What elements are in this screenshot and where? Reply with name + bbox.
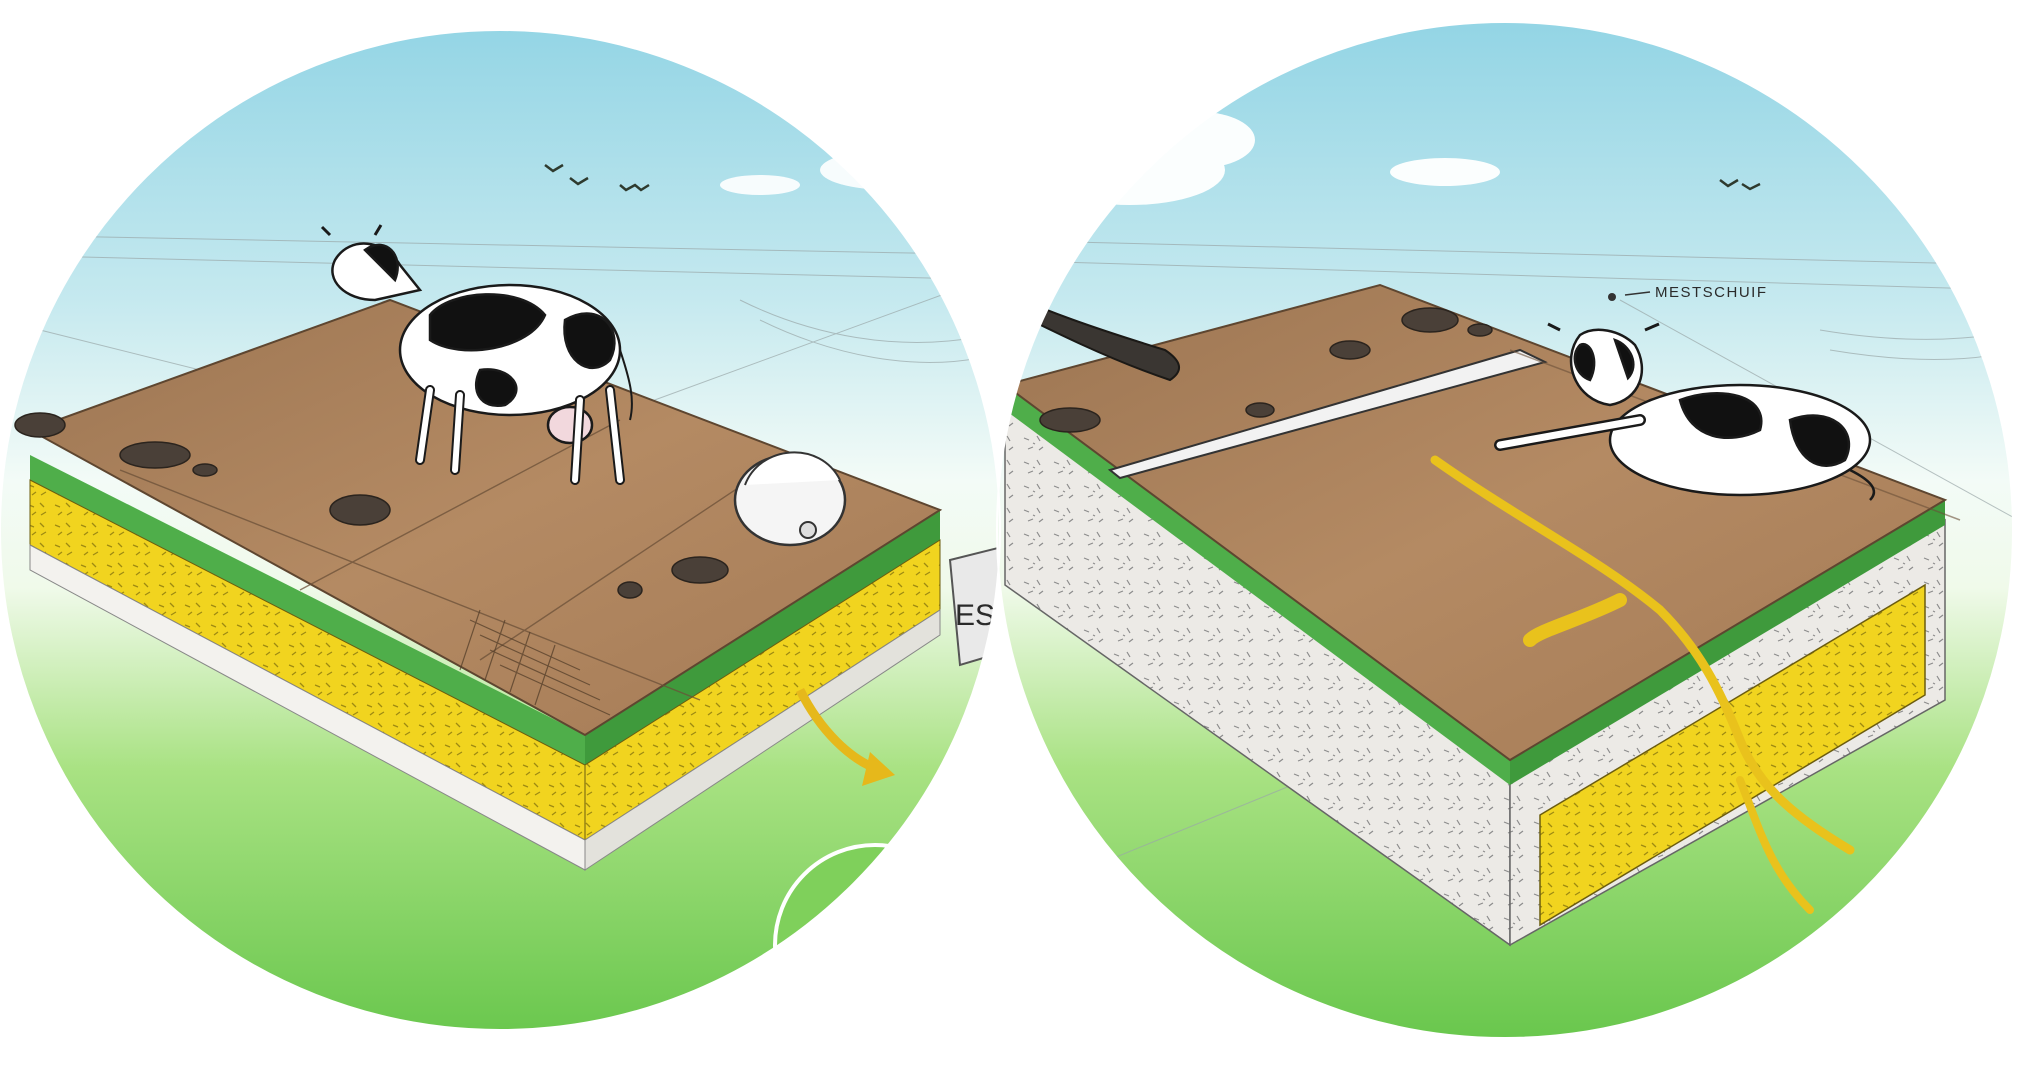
right-scene: MESTSCHUIF xyxy=(990,0,2018,1068)
manure-robot-icon xyxy=(735,452,845,545)
left-scene: ES xyxy=(0,0,1010,1068)
cut-sign-text: ES xyxy=(955,599,995,632)
mestschuif-label: MESTSCHUIF xyxy=(1655,284,1768,301)
magnifier-inset-icon xyxy=(775,845,975,1045)
